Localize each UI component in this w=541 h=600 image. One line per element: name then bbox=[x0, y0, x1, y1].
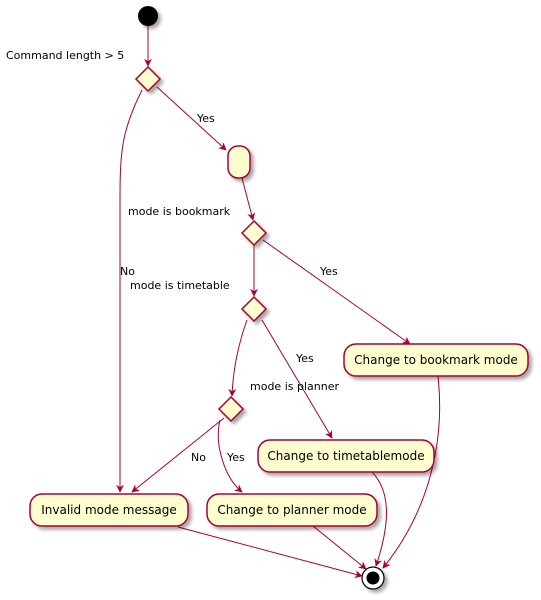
unnamed-activity-node bbox=[227, 145, 251, 179]
edge-timetable-yes bbox=[261, 319, 333, 439]
invalid-mode-label: Invalid mode message bbox=[41, 503, 176, 517]
invalid-mode-node: Invalid mode message bbox=[29, 493, 189, 527]
edge-label-command-yes: Yes bbox=[196, 112, 215, 125]
edge-bookmark-yes bbox=[262, 239, 411, 345]
bookmark-mode-node: Change to bookmark mode bbox=[343, 343, 529, 377]
edge-planner-to-end bbox=[312, 525, 367, 570]
edge-label-command-no: No bbox=[120, 265, 135, 278]
bookmark-mode-label: Change to bookmark mode bbox=[354, 353, 518, 367]
planner-decision bbox=[217, 395, 245, 423]
edge-label-bookmark-yes: Yes bbox=[319, 265, 338, 278]
edge-bookmark-to-end bbox=[382, 375, 441, 569]
command-length-condition: Command length > 5 bbox=[6, 49, 124, 62]
edge-timetable-to-end bbox=[369, 469, 387, 567]
edge-activity-to-bookmark-decision bbox=[241, 177, 256, 221]
timetable-condition: mode is timetable bbox=[130, 279, 230, 292]
edge-command-yes bbox=[156, 86, 227, 151]
edge-command-no bbox=[116, 89, 143, 493]
edge-invalid-to-end bbox=[177, 526, 363, 579]
edge-planner-no bbox=[131, 417, 225, 493]
timetable-mode-node: Change to timetablemode bbox=[257, 439, 435, 473]
command-length-decision bbox=[134, 65, 162, 93]
start-node bbox=[138, 6, 158, 26]
timetable-mode-label: Change to timetablemode bbox=[267, 449, 424, 463]
planner-mode-node: Change to planner mode bbox=[206, 493, 378, 527]
edge-label-timetable-yes: Yes bbox=[295, 352, 314, 365]
bookmark-condition: mode is bookmark bbox=[128, 205, 231, 218]
bookmark-decision bbox=[240, 219, 268, 247]
edge-label-planner-no: No bbox=[191, 451, 206, 464]
edge-label-planner-yes: Yes bbox=[226, 451, 245, 464]
timetable-decision bbox=[240, 295, 268, 323]
end-node bbox=[361, 566, 385, 590]
edge-timetable-to-planner-decision bbox=[228, 319, 248, 397]
edge-planner-yes bbox=[217, 419, 243, 493]
planner-mode-label: Change to planner mode bbox=[217, 503, 366, 517]
planner-condition: mode is planner bbox=[250, 380, 339, 393]
edges bbox=[116, 26, 441, 579]
